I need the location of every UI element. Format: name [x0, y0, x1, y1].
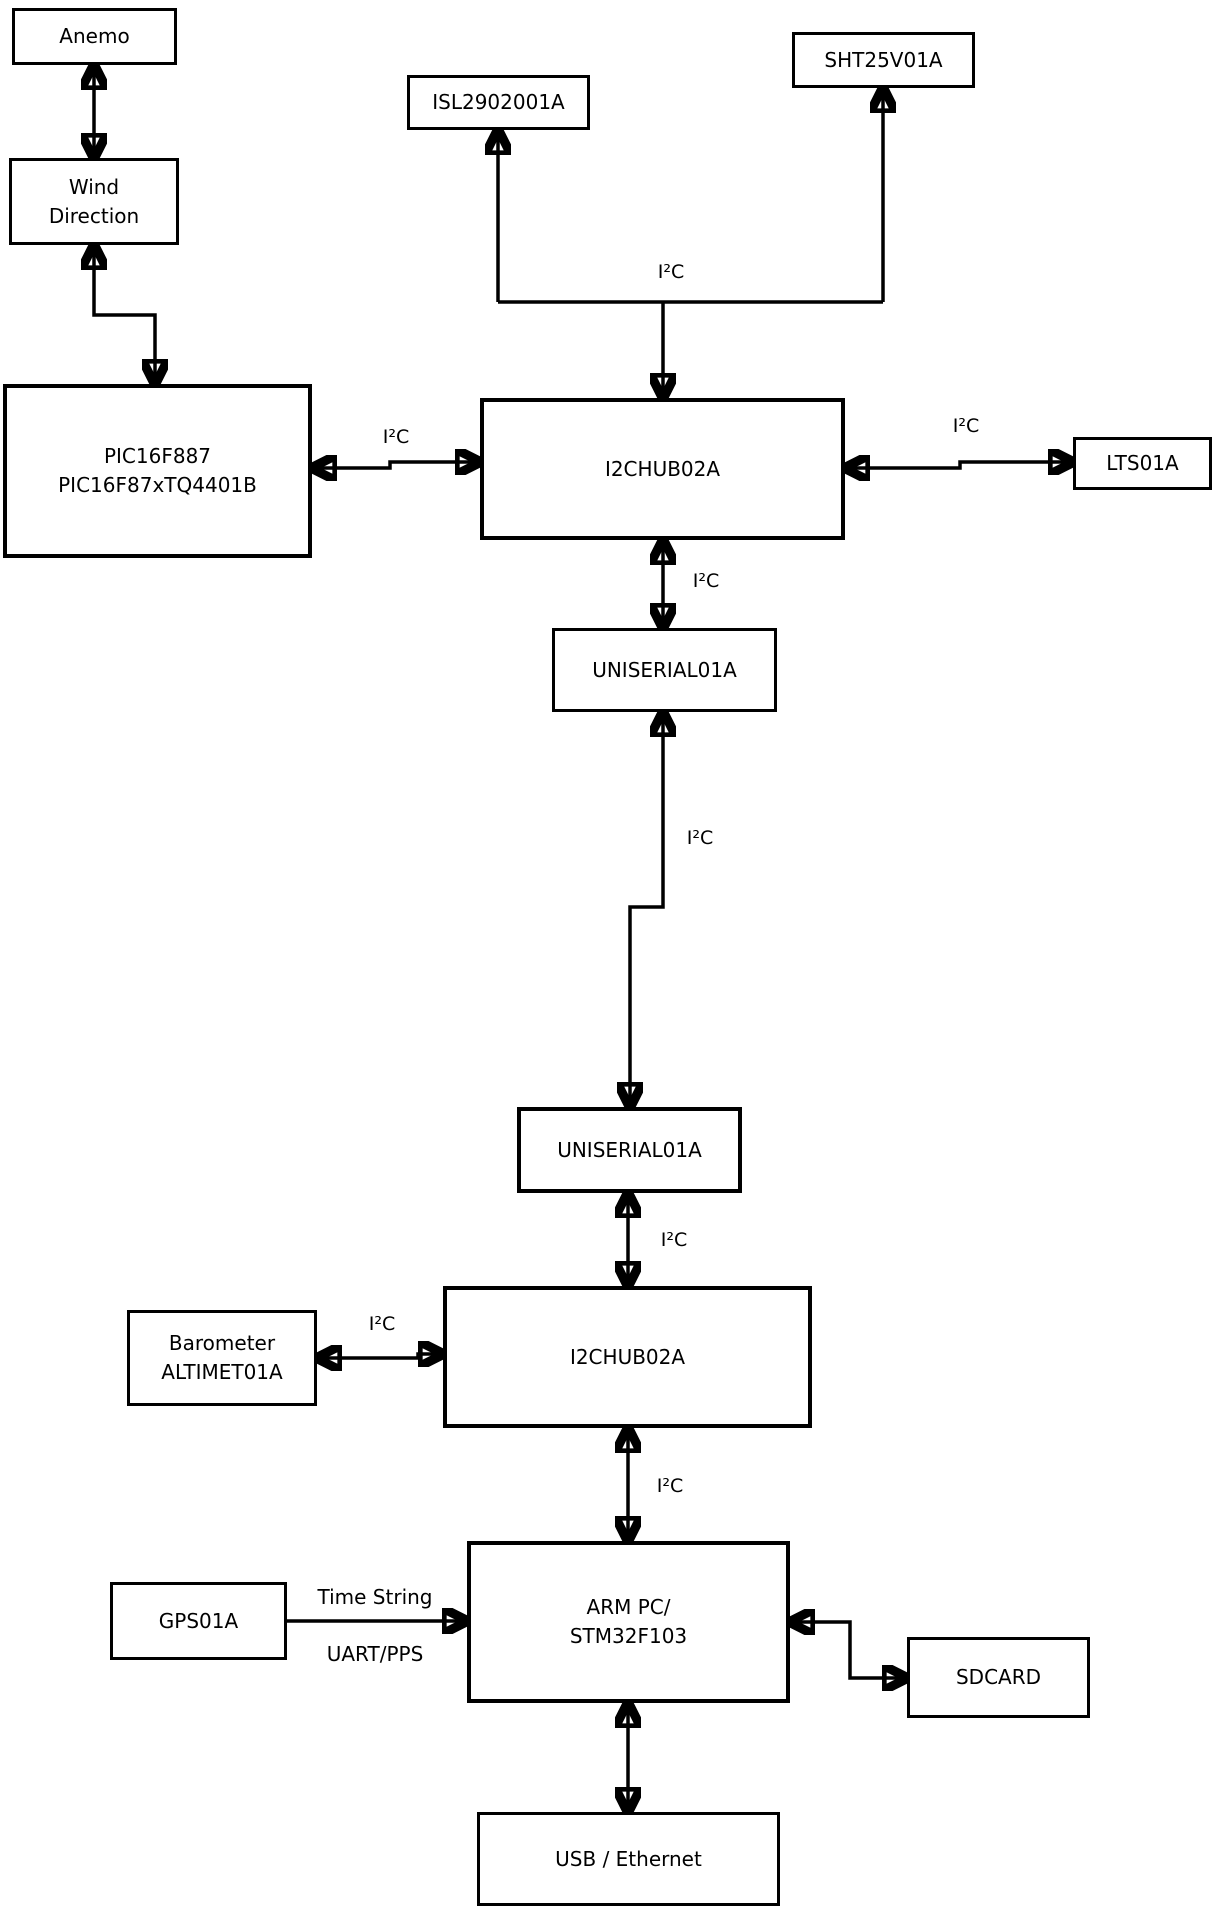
connector-barometer-hub2 — [317, 1354, 443, 1358]
edge-label-bus-top-i2c: I²C — [655, 261, 687, 283]
edge-label-barometer-hub2-i2c: I²C — [366, 1313, 398, 1335]
node-uniserial01a-1-label: UNISERIAL01A — [592, 657, 737, 682]
node-pic16f887: PIC16F887 PIC16F87xTQ4401B — [3, 384, 312, 558]
node-gps01a-label: GPS01A — [158, 1608, 239, 1633]
node-barometer-altimet01a: Barometer ALTIMET01A — [127, 1310, 317, 1406]
node-sht25v01a: SHT25V01A — [792, 32, 975, 88]
node-arm-pc-label-line2: STM32F103 — [569, 1624, 688, 1648]
edge-label-uniserial-link-i2c: I²C — [684, 827, 716, 849]
node-i2chub02a-2-label: I2CHUB02A — [569, 1344, 686, 1369]
node-lts01a-label: LTS01A — [1106, 451, 1179, 475]
node-i2chub02a-2: I2CHUB02A — [443, 1286, 812, 1428]
node-uniserial01a-2-label: UNISERIAL01A — [557, 1137, 702, 1162]
node-sdcard: SDCARD — [907, 1637, 1090, 1718]
connector-arm-sdcard — [790, 1622, 907, 1678]
node-usb-ethernet-label: USB / Ethernet — [555, 1846, 702, 1871]
node-anemo: Anemo — [12, 8, 177, 65]
edge-label-hub1-lts-i2c: I²C — [950, 415, 982, 437]
connector-winddirection-pic — [94, 245, 155, 384]
node-gps01a: GPS01A — [110, 1582, 287, 1660]
node-sdcard-label: SDCARD — [955, 1665, 1042, 1689]
edge-label-gps-arm-uart-pps: UART/PPS — [324, 1642, 426, 1666]
node-i2chub02a-1-label: I2CHUB02A — [604, 456, 721, 481]
node-uniserial01a-2: UNISERIAL01A — [517, 1107, 742, 1193]
connector-uniserial1-uniserial2 — [630, 712, 663, 1107]
node-wind-direction: Wind Direction — [9, 158, 179, 245]
node-wind-direction-label-line1: Wind — [68, 174, 120, 199]
node-barometer-label-line2: ALTIMET01A — [161, 1360, 283, 1384]
node-sht25v01a-label: SHT25V01A — [824, 47, 943, 72]
node-uniserial01a-1: UNISERIAL01A — [552, 628, 777, 712]
edge-label-gps-arm-time-string: Time String — [315, 1585, 435, 1609]
connector-pic-hub1 — [312, 462, 480, 468]
node-pic16f887-label-line2: PIC16F87xTQ4401B — [58, 473, 257, 497]
node-isl2902001a: ISL2902001A — [407, 75, 590, 130]
node-anemo-label: Anemo — [59, 24, 130, 48]
connector-hub1-lts — [845, 462, 1073, 468]
edge-label-pic-hub1-i2c: I²C — [380, 426, 412, 448]
node-arm-pc-stm32f103: ARM PC/ STM32F103 — [467, 1541, 790, 1703]
node-i2chub02a-1: I2CHUB02A — [480, 398, 845, 540]
node-isl2902001a-label: ISL2902001A — [432, 90, 565, 114]
node-usb-ethernet: USB / Ethernet — [477, 1812, 780, 1906]
edge-label-uniserial2-hub2-i2c: I²C — [658, 1229, 690, 1251]
node-lts01a: LTS01A — [1073, 437, 1212, 490]
node-pic16f887-label-line1: PIC16F887 — [103, 444, 212, 468]
edge-label-hub2-arm-i2c: I²C — [654, 1475, 686, 1497]
node-wind-direction-label-line2: Direction — [48, 203, 140, 228]
node-arm-pc-label-line1: ARM PC/ — [586, 1595, 671, 1619]
node-barometer-label-line1: Barometer — [168, 1331, 276, 1355]
edge-label-hub1-uniserial1-i2c: I²C — [690, 570, 722, 592]
